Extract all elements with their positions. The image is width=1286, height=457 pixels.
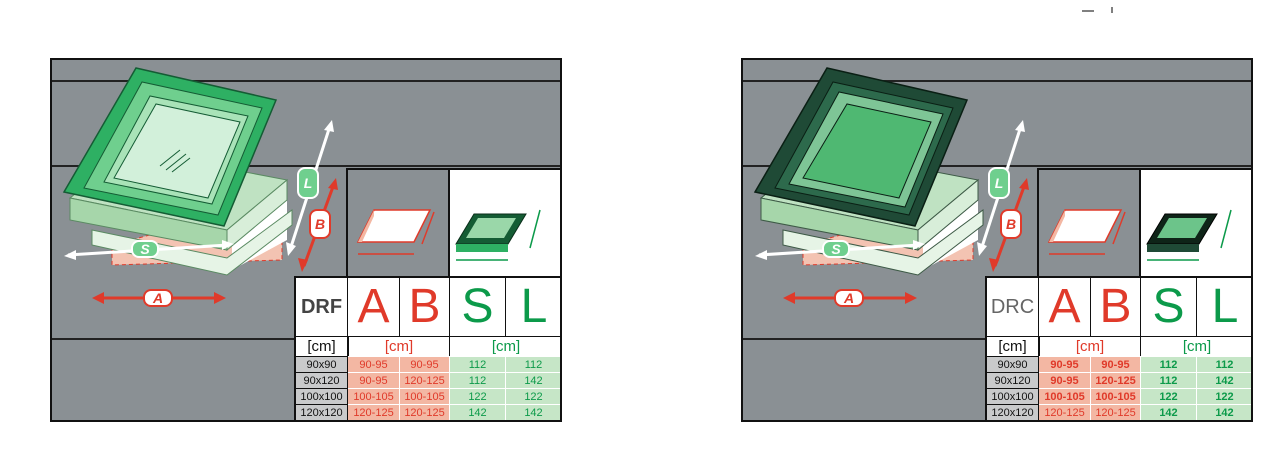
table-cell-s: 112 (1141, 372, 1197, 388)
table-cell-size: 120x120 (987, 404, 1039, 420)
skylight-thumbnail (450, 170, 560, 278)
table-cell-b: 90-95 (1091, 356, 1141, 372)
table-cell-l: 122 (506, 388, 560, 404)
unit-ab: [cm] (1039, 336, 1141, 356)
table-cell-size: 90x90 (987, 356, 1039, 372)
drc-panel: S A L B (741, 58, 1253, 422)
skylight-thumbnail (1141, 170, 1251, 278)
dim-l-label: L (995, 175, 1004, 191)
roof-line (52, 165, 560, 167)
roof-line (743, 80, 1251, 82)
table-cell-l: 142 (506, 404, 560, 420)
dim-a-label: A (843, 290, 854, 306)
opening-thumbnail (1039, 170, 1141, 278)
s-header: S (450, 278, 506, 336)
table-cell-size: 90x120 (296, 372, 348, 388)
b-header: B (1091, 278, 1141, 336)
thumbnails (1037, 168, 1251, 278)
dim-a-label: A (152, 290, 163, 306)
dimension-table: DRC A B S L [cm] [cm] [cm] 90x90 90-95 9… (985, 276, 1251, 420)
b-header: B (400, 278, 450, 336)
model-label: DRF (296, 278, 348, 336)
table-cell-s: 112 (450, 372, 506, 388)
unit-size: [cm] (296, 336, 348, 356)
table-cell-size: 120x120 (296, 404, 348, 420)
dim-s-label: S (831, 241, 841, 257)
dimension-table: DRF A B S L [cm] [cm] [cm] 90x90 90-95 9… (294, 276, 560, 420)
table-cell-size: 90x120 (987, 372, 1039, 388)
unit-sl: [cm] (450, 336, 560, 356)
l-header: L (1211, 280, 1239, 333)
table-cell-a: 100-105 (348, 388, 400, 404)
a-header: A (348, 278, 400, 336)
table-cell-a: 90-95 (348, 356, 400, 372)
table-cell-l: 142 (1197, 404, 1251, 420)
skylight-illustration: S A L B (753, 67, 1029, 307)
table-cell-size: 100x100 (296, 388, 348, 404)
table-cell-a: 120-125 (348, 404, 400, 420)
table-cell-a: 120-125 (1039, 404, 1091, 420)
table-cell-b: 120-125 (1091, 372, 1141, 388)
table-cell-b: 120-125 (1091, 404, 1141, 420)
unit-ab: [cm] (348, 336, 450, 356)
table-cell-b: 100-105 (1091, 388, 1141, 404)
l-header: L (520, 280, 548, 333)
table-cell-s: 142 (450, 404, 506, 420)
table-cell-b: 120-125 (400, 372, 450, 388)
table-cell-s: 112 (1141, 356, 1197, 372)
table-cell-l: 112 (506, 356, 560, 372)
unit-sl: [cm] (1141, 336, 1251, 356)
table-cell-l: 122 (1197, 388, 1251, 404)
table-cell-a: 90-95 (1039, 372, 1091, 388)
unit-size: [cm] (987, 336, 1039, 356)
a-header: A (1039, 278, 1091, 336)
drf-panel: S A L B (50, 58, 562, 422)
dim-l-label: L (304, 175, 313, 191)
table-cell-a: 90-95 (1039, 356, 1091, 372)
table-cell-size: 100x100 (987, 388, 1039, 404)
opening-thumbnail (348, 170, 450, 278)
thumbnails (346, 168, 560, 278)
table-cell-l: 142 (506, 372, 560, 388)
table-cell-b: 90-95 (400, 356, 450, 372)
table-cell-s: 142 (1141, 404, 1197, 420)
table-cell-size: 90x90 (296, 356, 348, 372)
table-cell-a: 100-105 (1039, 388, 1091, 404)
table-cell-a: 90-95 (348, 372, 400, 388)
table-cell-s: 122 (1141, 388, 1197, 404)
s-header: S (1141, 278, 1197, 336)
dim-b-label: B (315, 216, 325, 232)
table-cell-l: 112 (1197, 356, 1251, 372)
dim-b-label: B (1006, 216, 1016, 232)
table-cell-b: 120-125 (400, 404, 450, 420)
table-cell-l: 142 (1197, 372, 1251, 388)
roof-line (52, 80, 560, 82)
skylight-illustration: S A L B (62, 67, 338, 307)
table-cell-b: 100-105 (400, 388, 450, 404)
model-label: DRC (987, 278, 1039, 336)
table-cell-s: 112 (450, 356, 506, 372)
corner-mark (1082, 0, 1118, 13)
dim-s-label: S (140, 241, 150, 257)
table-cell-s: 122 (450, 388, 506, 404)
roof-line (743, 165, 1251, 167)
